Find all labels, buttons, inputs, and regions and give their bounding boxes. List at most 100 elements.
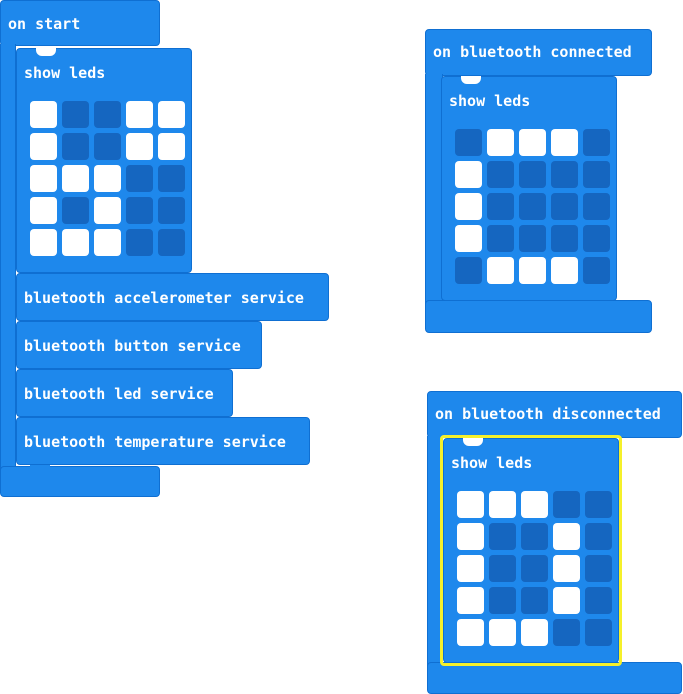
led-cell[interactable] [94,165,121,192]
on-start-hat[interactable] [0,0,160,46]
led-cell[interactable] [158,165,185,192]
led-cell[interactable] [521,619,548,646]
on-connected-footer[interactable] [425,300,652,333]
led-grid[interactable] [455,129,610,284]
led-cell[interactable] [487,225,514,252]
led-cell[interactable] [457,491,484,518]
led-cell[interactable] [30,165,57,192]
led-cell[interactable] [519,129,546,156]
led-cell[interactable] [551,193,578,220]
bluetooth-button-service-block[interactable]: bluetooth button service [16,321,262,369]
led-cell[interactable] [158,197,185,224]
led-cell[interactable] [126,229,153,256]
led-cell[interactable] [158,229,185,256]
led-cell[interactable] [62,165,89,192]
led-cell[interactable] [553,619,580,646]
led-cell[interactable] [583,225,610,252]
led-cell[interactable] [30,229,57,256]
led-cell[interactable] [126,133,153,160]
led-grid[interactable] [457,491,612,646]
led-cell[interactable] [457,523,484,550]
led-cell[interactable] [487,257,514,284]
led-cell[interactable] [455,129,482,156]
led-cell[interactable] [455,161,482,188]
service-label: bluetooth led service [24,385,214,403]
led-cell[interactable] [30,133,57,160]
led-cell[interactable] [455,225,482,252]
led-cell[interactable] [457,619,484,646]
on-start-label: on start [8,15,81,33]
led-cell[interactable] [30,197,57,224]
led-cell[interactable] [551,161,578,188]
led-cell[interactable] [583,161,610,188]
led-cell[interactable] [583,193,610,220]
led-cell[interactable] [521,555,548,582]
led-cell[interactable] [519,225,546,252]
led-cell[interactable] [583,129,610,156]
led-cell[interactable] [30,101,57,128]
led-cell[interactable] [585,555,612,582]
led-cell[interactable] [489,523,516,550]
led-cell[interactable] [126,197,153,224]
led-cell[interactable] [62,197,89,224]
led-cell[interactable] [521,523,548,550]
led-cell[interactable] [583,257,610,284]
on-disconnected-label: on bluetooth disconnected [435,405,661,423]
led-cell[interactable] [521,491,548,518]
show-leds-block[interactable]: show leds [443,438,619,663]
show-leds-label: show leds [451,454,533,472]
led-cell[interactable] [455,193,482,220]
show-leds-block[interactable]: show leds [16,48,192,273]
led-cell[interactable] [489,555,516,582]
block-notch [36,48,56,56]
led-cell[interactable] [457,587,484,614]
led-cell[interactable] [158,133,185,160]
led-cell[interactable] [126,101,153,128]
led-cell[interactable] [94,229,121,256]
led-cell[interactable] [519,161,546,188]
led-cell[interactable] [62,229,89,256]
led-cell[interactable] [487,129,514,156]
show-leds-label: show leds [24,64,106,82]
led-cell[interactable] [553,587,580,614]
led-cell[interactable] [585,523,612,550]
service-label: bluetooth button service [24,337,241,355]
bluetooth-led-service-block[interactable]: bluetooth led service [16,369,233,417]
block-notch [463,438,483,446]
led-cell[interactable] [457,555,484,582]
led-cell[interactable] [585,619,612,646]
led-cell[interactable] [585,587,612,614]
bluetooth-accelerometer-service-block[interactable]: bluetooth accelerometer service [16,273,329,321]
led-cell[interactable] [553,523,580,550]
led-cell[interactable] [551,225,578,252]
on-disconnected-c-arm [427,436,443,668]
service-label: bluetooth temperature service [24,433,286,451]
show-leds-block[interactable]: show leds [441,76,617,301]
led-cell[interactable] [551,129,578,156]
led-cell[interactable] [553,555,580,582]
led-cell[interactable] [158,101,185,128]
led-grid[interactable] [30,101,185,256]
led-cell[interactable] [487,193,514,220]
led-cell[interactable] [62,101,89,128]
led-cell[interactable] [62,133,89,160]
led-cell[interactable] [521,587,548,614]
bluetooth-temperature-service-block[interactable]: bluetooth temperature service [16,417,310,465]
led-cell[interactable] [126,165,153,192]
led-cell[interactable] [487,161,514,188]
led-cell[interactable] [519,193,546,220]
led-cell[interactable] [489,619,516,646]
led-cell[interactable] [94,197,121,224]
on-disconnected-footer[interactable] [427,662,682,694]
led-cell[interactable] [551,257,578,284]
led-cell[interactable] [489,587,516,614]
led-cell[interactable] [519,257,546,284]
on-connected-hat[interactable] [425,29,652,76]
led-cell[interactable] [94,133,121,160]
led-cell[interactable] [553,491,580,518]
on-start-footer[interactable] [0,466,160,497]
led-cell[interactable] [585,491,612,518]
led-cell[interactable] [94,101,121,128]
led-cell[interactable] [455,257,482,284]
led-cell[interactable] [489,491,516,518]
